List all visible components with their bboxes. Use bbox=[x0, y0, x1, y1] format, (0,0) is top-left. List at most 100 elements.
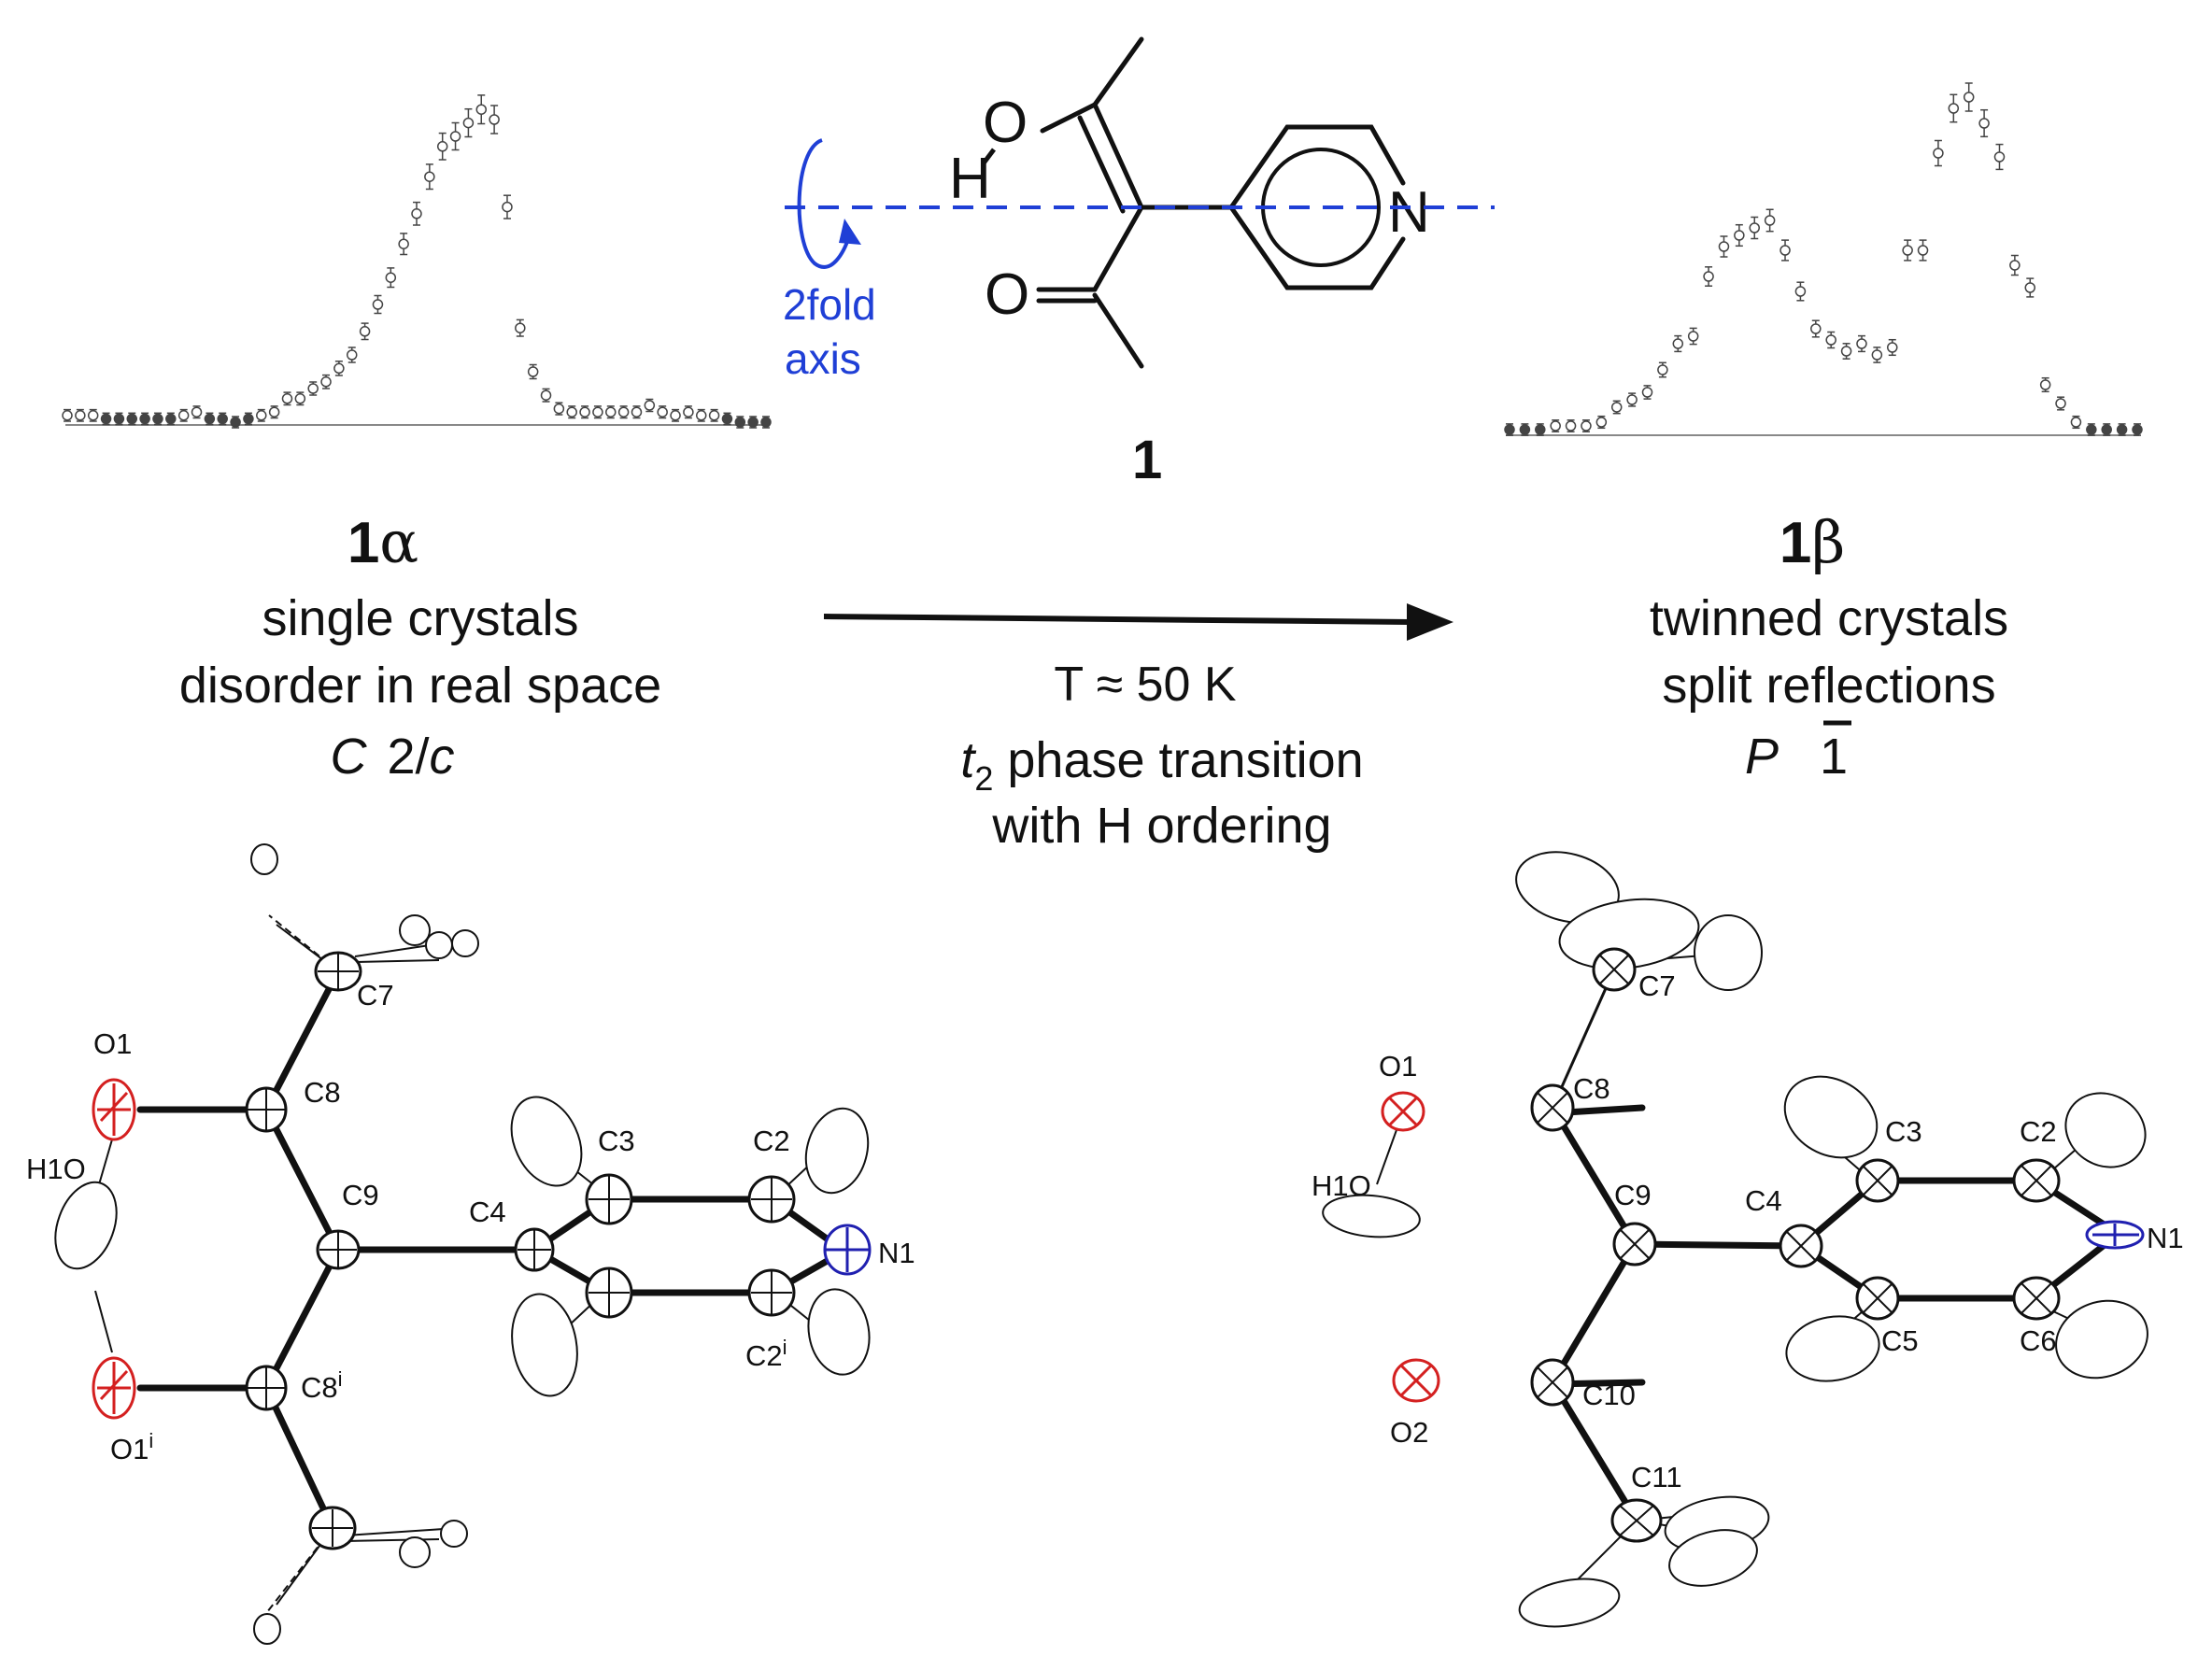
profile-point bbox=[2070, 415, 2082, 430]
atom-label-ring-n: N bbox=[1388, 180, 1430, 245]
profile-point bbox=[1825, 331, 1836, 349]
profile-point bbox=[191, 405, 203, 419]
profile-point bbox=[1887, 338, 1898, 357]
atom-label-c3: C3 bbox=[598, 1125, 635, 1157]
transition-line1-rest: phase transition bbox=[993, 732, 1363, 788]
profile-point bbox=[230, 416, 241, 429]
profile-point bbox=[1550, 419, 1561, 432]
atom-label-c7: C7 bbox=[357, 979, 394, 1012]
profile-point bbox=[489, 105, 500, 134]
profile-point bbox=[1581, 419, 1592, 432]
profile-point bbox=[2132, 423, 2143, 436]
profile-point bbox=[1718, 235, 1730, 258]
profile-point bbox=[1933, 139, 1944, 167]
profile-point bbox=[462, 107, 475, 138]
atom-label-c7: C7 bbox=[1638, 969, 1676, 1002]
label-sup: i bbox=[149, 1429, 153, 1452]
profile-point bbox=[320, 374, 332, 389]
transition-arrowhead-icon bbox=[1407, 603, 1453, 641]
profile-point bbox=[424, 163, 435, 191]
profile-point bbox=[113, 412, 125, 426]
space-group-number: 2/ bbox=[387, 729, 429, 785]
profile-point bbox=[204, 412, 216, 426]
profile-point bbox=[449, 121, 461, 151]
molecule-1-structure bbox=[1036, 36, 1406, 369]
phase-alpha-line2: disorder in real space bbox=[179, 658, 661, 714]
atom-label-c8: C8 bbox=[1573, 1072, 1610, 1105]
transition-arrow-shaft bbox=[823, 614, 1411, 625]
o-h-bond bbox=[981, 148, 996, 166]
profile-point bbox=[294, 391, 306, 406]
profile-point bbox=[1871, 347, 1883, 363]
profile-point bbox=[75, 408, 86, 422]
label-sup: i bbox=[783, 1336, 787, 1359]
atom-label-n1: N1 bbox=[2147, 1222, 2184, 1254]
profile-point bbox=[2101, 423, 2112, 436]
profile-point bbox=[605, 405, 617, 419]
space-group-bar-number: 1 bbox=[1820, 729, 1848, 785]
profile-point bbox=[683, 405, 694, 419]
profile-point bbox=[1993, 143, 2006, 171]
phase-alpha-title: 1α bbox=[347, 508, 418, 576]
transition-t-subscript: 2 bbox=[974, 759, 993, 798]
phase-alpha-greek: α bbox=[379, 508, 418, 576]
profile-point bbox=[566, 405, 577, 419]
profile-point bbox=[708, 408, 720, 422]
profile-point bbox=[100, 412, 112, 426]
atom-label-c11: C11 bbox=[1631, 1461, 1682, 1493]
profile-point bbox=[177, 408, 190, 422]
phase-beta-greek: β bbox=[1811, 508, 1845, 576]
profile-point bbox=[631, 405, 643, 419]
profile-point bbox=[475, 94, 488, 125]
profile-point bbox=[1734, 223, 1745, 248]
profile-point bbox=[760, 416, 772, 429]
profile-point bbox=[385, 267, 397, 289]
atom-label-o1: O1 bbox=[93, 1027, 132, 1060]
profile-point bbox=[592, 405, 603, 419]
profile-point bbox=[1810, 319, 1822, 338]
profile-point bbox=[657, 405, 668, 419]
profile-point bbox=[579, 405, 590, 419]
profile-point bbox=[2024, 277, 2036, 298]
profile-point bbox=[540, 388, 552, 403]
profile-point bbox=[372, 294, 384, 315]
profile-point bbox=[217, 412, 228, 426]
atom-label-c10: C10 bbox=[1582, 1379, 1636, 1411]
reflection-profile-alpha bbox=[62, 94, 772, 429]
profile-point bbox=[695, 408, 707, 422]
profile-point bbox=[2009, 254, 2021, 276]
profile-point bbox=[333, 361, 345, 376]
profile-point bbox=[1978, 108, 1990, 138]
label-main: C8 bbox=[301, 1371, 338, 1404]
space-group-italic: c bbox=[430, 729, 455, 785]
profile-point bbox=[243, 412, 254, 426]
transition-line1: t2 phase transition bbox=[960, 732, 1363, 798]
phase-alpha-number: 1 bbox=[347, 511, 379, 575]
profile-point bbox=[1917, 239, 1929, 262]
transition-line2: with H ordering bbox=[991, 798, 1331, 854]
profile-point bbox=[553, 402, 565, 416]
axis-label-line1: 2fold bbox=[783, 280, 876, 329]
phase-alpha-line1: single crystals bbox=[262, 590, 578, 646]
atom-label-h1o: H1O bbox=[1312, 1169, 1371, 1202]
profile-point bbox=[1626, 392, 1638, 407]
rotation-arrowhead-icon bbox=[839, 219, 861, 245]
profile-point bbox=[126, 412, 138, 426]
phase-beta-line2: split reflections bbox=[1662, 658, 1995, 714]
space-group-letter: C bbox=[330, 729, 367, 785]
transition-t-symbol: t bbox=[960, 732, 976, 788]
atom-label-c2i: C2i bbox=[745, 1336, 787, 1372]
profile-point bbox=[346, 347, 358, 363]
profile-point bbox=[1565, 419, 1577, 432]
axis-label-line2: axis bbox=[785, 334, 861, 383]
profile-point bbox=[152, 412, 163, 426]
profile-point bbox=[62, 408, 73, 422]
profile-point bbox=[2086, 423, 2097, 436]
profile-point bbox=[281, 391, 293, 406]
profile-point bbox=[1641, 385, 1653, 400]
ortep-structure-beta bbox=[1322, 851, 2148, 1628]
label-sup: i bbox=[338, 1367, 343, 1391]
profile-point bbox=[1672, 334, 1684, 353]
